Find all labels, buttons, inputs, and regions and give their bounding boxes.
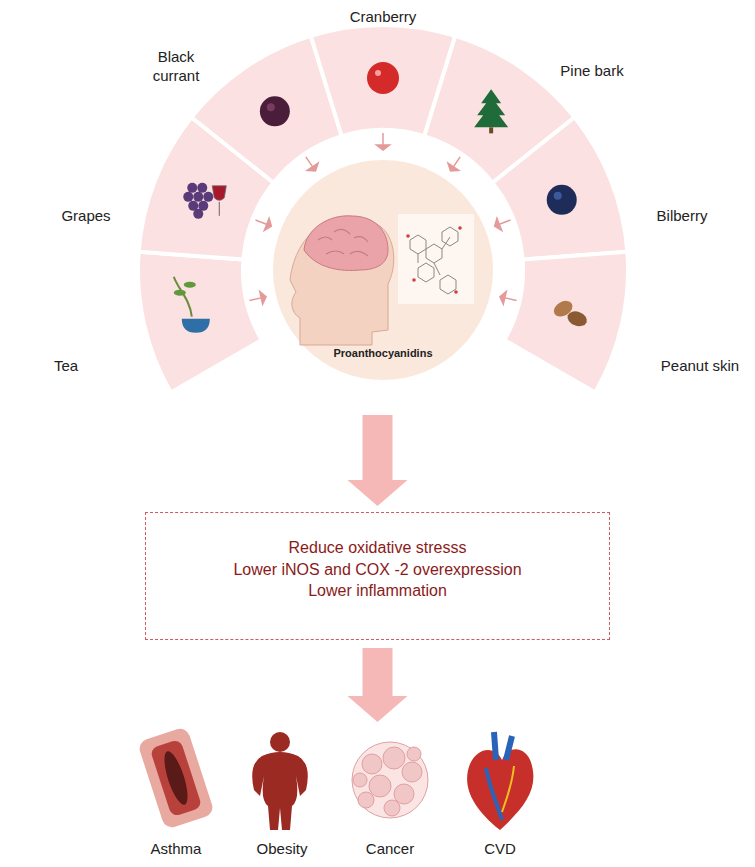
effects-box: Reduce oxidative stresssLower iNOS and C… (145, 512, 610, 640)
small-arrow-head (305, 161, 320, 171)
fan-segment (492, 117, 627, 259)
source-label: Bilberry (657, 207, 708, 226)
small-arrow-head (263, 216, 272, 232)
cancer-icon (352, 742, 428, 818)
peanut-icon (565, 309, 589, 329)
source-label: Cranberry (350, 8, 417, 27)
grapes-icon (203, 192, 213, 202)
disease-label: Asthma (151, 840, 202, 859)
cranberry-icon (375, 70, 381, 76)
small-arrow-head (447, 161, 462, 171)
grapes-icon (187, 183, 197, 193)
small-arrow-head (499, 289, 507, 306)
pine-icon (489, 127, 493, 133)
source-label: Peanut skin (661, 357, 739, 376)
source-label: Black currant (141, 48, 211, 86)
disease-label: Obesity (257, 840, 308, 859)
center-circle: Proanthocyanidins (273, 160, 493, 380)
effect-text: Lower inflammation (160, 580, 595, 602)
grapes-icon (183, 192, 193, 202)
effect-text: Lower iNOS and COX -2 overexpression (160, 559, 595, 581)
source-label: Pine bark (560, 62, 623, 81)
blackcurrant-icon (267, 103, 275, 111)
grapes-icon (193, 209, 203, 219)
source-fan (138, 25, 628, 393)
effect-text: Reduce oxidative stresss (160, 537, 595, 559)
grapes-icon (197, 183, 207, 193)
blackcurrant-icon (260, 96, 290, 126)
disease-label: Cancer (366, 840, 414, 859)
fan-segment (504, 252, 628, 393)
wine-icon (219, 202, 220, 216)
cranberry-icon (367, 62, 399, 94)
block-arrow (348, 415, 408, 506)
disease-label: CVD (484, 840, 516, 859)
tea-icon (182, 319, 210, 333)
small-arrow-head (259, 289, 267, 306)
obesity-icon (252, 732, 308, 830)
small-arrow-head (494, 216, 503, 232)
source-label: Tea (54, 357, 78, 376)
source-label: Grapes (61, 207, 110, 226)
bilberry-icon (554, 192, 562, 200)
block-arrow-decor (348, 648, 408, 722)
tea-icon (184, 282, 196, 288)
tea-icon (174, 290, 186, 296)
small-arrow-head (374, 144, 392, 151)
head-icon (290, 214, 474, 345)
compound-name: Proanthocyanidins (330, 346, 435, 360)
bilberry-icon (547, 185, 577, 215)
fan-segment (138, 252, 262, 393)
grapes-icon (193, 192, 203, 202)
wine-icon (212, 186, 226, 201)
center-disc (273, 160, 493, 380)
heart-icon (467, 732, 533, 830)
asthma-icon (137, 726, 215, 830)
pine-icon (474, 89, 508, 127)
white-ring (265, 152, 501, 388)
